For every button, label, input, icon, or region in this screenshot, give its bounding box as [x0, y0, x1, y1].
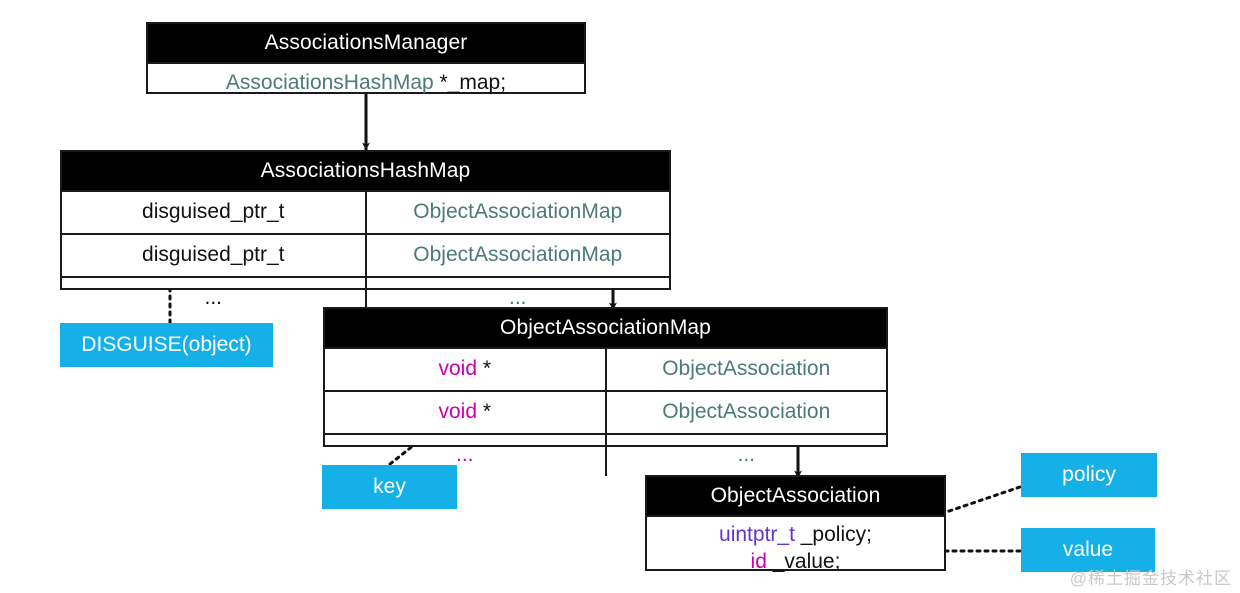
callout-disguise: DISGUISE(object) [60, 323, 273, 367]
callout-policy-label: policy [1062, 463, 1116, 486]
callout-key: key [322, 465, 457, 509]
pointer-star-1: * [477, 357, 492, 380]
cell-key-disguised-ptr-2: disguised_ptr_t [62, 235, 367, 276]
field-value: id _value; [647, 549, 944, 576]
callout-value-label: value [1062, 538, 1114, 561]
cell-value-ellipsis: ... [737, 443, 755, 466]
class-box-object-association-map: ObjectAssociationMap void * ObjectAssoci… [323, 307, 888, 476]
callout-key-label: key [373, 475, 406, 498]
callout-disguise-label: DISGUISE(object) [81, 333, 252, 356]
cell-key-ellipsis: ... [325, 435, 607, 476]
table-row: ... ... [325, 433, 886, 476]
cell-value-object-association-2: ObjectAssociation [662, 400, 831, 423]
field-name-policy: _policy; [794, 523, 872, 546]
class-title-object-association: ObjectAssociation [647, 477, 944, 515]
table-row: disguised_ptr_t ObjectAssociationMap [62, 190, 669, 233]
class-box-associations-manager: AssociationsManager AssociationsHashMap … [146, 22, 586, 94]
cell-value-object-association-map-1: ObjectAssociationMap [413, 200, 623, 223]
field-type-associations-hashmap: AssociationsHashMap [225, 71, 434, 94]
cell-value-object-association-1: ObjectAssociation [662, 357, 831, 380]
field-type-uintptr-t: uintptr_t [719, 523, 795, 546]
table-row: ... ... [62, 276, 669, 319]
table-row: void * ObjectAssociation [325, 347, 886, 390]
class-field-map: AssociationsHashMap *_map; [148, 62, 584, 103]
table-row: disguised_ptr_t ObjectAssociationMap [62, 233, 669, 276]
class-title-associations-manager: AssociationsManager [148, 24, 584, 62]
cell-key-disguised-ptr-1: disguised_ptr_t [62, 192, 367, 233]
cell-value-ellipsis: ... [508, 286, 527, 309]
watermark: @稀土掘金技术社区 [1069, 569, 1232, 588]
keyword-void-2: void [438, 400, 477, 423]
class-title-associations-hashmap: AssociationsHashMap [62, 152, 669, 190]
class-fields-object-association: uintptr_t _policy; id _value; [647, 515, 944, 582]
callout-policy: policy [1021, 453, 1157, 497]
class-box-associations-hashmap: AssociationsHashMap disguised_ptr_t Obje… [60, 150, 671, 319]
table-row: void * ObjectAssociation [325, 390, 886, 433]
keyword-void-1: void [438, 357, 477, 380]
cell-key-void-ptr-1: void * [325, 349, 607, 390]
callout-value: value [1021, 528, 1155, 572]
pointer-star-2: * [477, 400, 492, 423]
class-box-object-association: ObjectAssociation uintptr_t _policy; id … [645, 475, 946, 573]
class-title-object-association-map: ObjectAssociationMap [325, 309, 886, 347]
cell-value-object-association-map-2: ObjectAssociationMap [413, 243, 623, 266]
cell-key-ellipsis: ... [62, 278, 367, 319]
field-policy: uintptr_t _policy; [647, 522, 944, 549]
field-name-map: *_map; [433, 71, 507, 94]
cell-key-void-ptr-2: void * [325, 392, 607, 433]
field-name-value: _value; [766, 549, 841, 573]
field-type-id: id [750, 549, 767, 573]
